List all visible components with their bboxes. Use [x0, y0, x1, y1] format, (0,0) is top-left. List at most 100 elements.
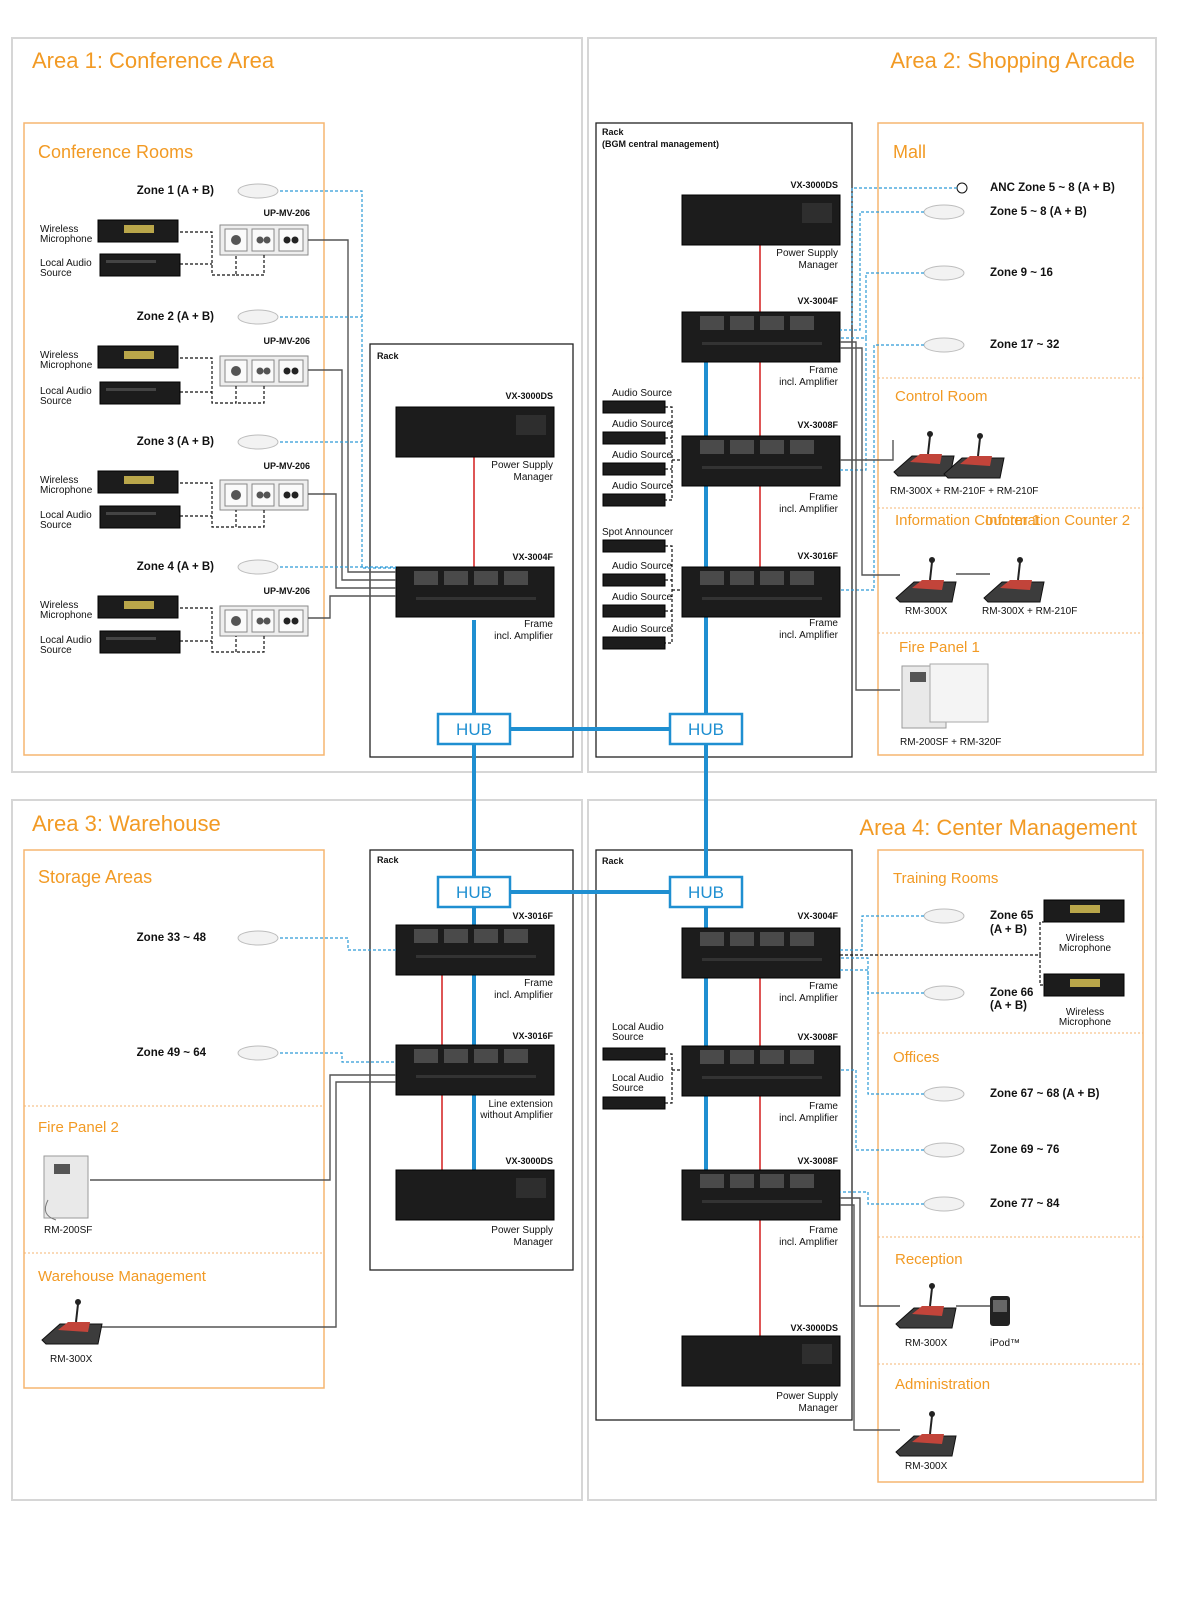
info-counter-2-text: Information Counter 2 [985, 512, 1130, 529]
hub-label: HUB [688, 883, 724, 902]
hub [668, 712, 744, 746]
fire-panel-2-title: Fire Panel 2 [38, 1119, 119, 1136]
info-counter-1-text: Information Counter 1 [895, 512, 1040, 529]
audio-source-label: Audio Source [612, 561, 672, 572]
vx3008f-device [681, 1045, 841, 1097]
zone-label: Zone 66 [990, 987, 1033, 999]
mall-zones: ANC Zone 5 ~ 8 (A + B) Zone 5 ~ 8 (A + B… [840, 182, 1115, 691]
wm-label: Wireless [40, 475, 78, 486]
reception-line [840, 1197, 900, 1307]
las-label: Source [40, 268, 72, 279]
wm-label: Wireless [1066, 933, 1104, 944]
wm-label: Wireless [1066, 1007, 1104, 1018]
audio-source-label: Audio Source [612, 481, 672, 492]
vx3004f-label: VX-3004F [797, 911, 838, 921]
frame-label: Frame [809, 492, 838, 503]
spot-announcer-icon [602, 539, 666, 553]
speaker-icon [237, 434, 279, 450]
vx3004f-device [681, 311, 841, 363]
warehouse-management-title: Warehouse Management [38, 1268, 207, 1285]
speaker-icon [923, 204, 965, 220]
las-label: Local Audio [612, 1022, 664, 1033]
speaker-icon [923, 337, 965, 353]
vx3008f-device [681, 1169, 841, 1221]
vx3008f-label: VX-3008F [797, 1156, 838, 1166]
zone-label: (A + B) [990, 1000, 1027, 1012]
area-2-title: Area 2: Shopping Arcade [890, 48, 1135, 73]
las-label: Local Audio [40, 258, 92, 269]
anc-zone-label: ANC Zone 5 ~ 8 (A + B) [990, 182, 1115, 194]
speaker-icon [237, 1045, 279, 1061]
frame-label: Frame [809, 1225, 838, 1236]
vx3000ds-label: VX-3000DS [790, 180, 838, 190]
up-mv-206-label: UP-MV-206 [263, 336, 310, 346]
speaker-icon [923, 985, 965, 1001]
wm-label: Wireless [40, 224, 78, 235]
wm-label: Microphone [40, 234, 93, 245]
zone-label: Zone 77 ~ 84 [990, 1198, 1060, 1210]
frame-label: Frame [809, 981, 838, 992]
audio-source-label: Audio Source [612, 388, 672, 399]
area-1-title: Area 1: Conference Area [32, 48, 275, 73]
psm-label: Manager [514, 472, 554, 483]
frame-label: incl. Amplifier [494, 990, 554, 1001]
speaker-icon [237, 183, 279, 199]
wm-label: Microphone [40, 610, 93, 621]
conference-rooms-title: Conference Rooms [38, 142, 193, 162]
las-label: Source [612, 1032, 644, 1043]
console-label: RM-300X + RM-210F + RM-210F [890, 486, 1038, 497]
mall-title: Mall [893, 142, 926, 162]
audio-source-icon [602, 400, 666, 414]
area-3-title: Area 3: Warehouse [32, 811, 221, 836]
psm-label: Power Supply [776, 1391, 838, 1402]
offices-title: Offices [893, 1049, 939, 1066]
hub [436, 712, 512, 746]
zone-label: (A + B) [990, 924, 1027, 936]
speaker-icon [923, 1142, 965, 1158]
power-lines [441, 245, 761, 1336]
audio-source-icon [602, 604, 666, 618]
vx3000ds-device [395, 1169, 555, 1221]
frame-label: incl. Amplifier [779, 504, 839, 515]
conference-room-2: Zone 2 (A + B) Wireless Microphone Local… [40, 309, 396, 581]
psm-label: Manager [799, 260, 839, 271]
las-label: Local Audio [40, 510, 92, 521]
line-ext-label: Line extension [489, 1099, 554, 1110]
wm-label: Microphone [40, 360, 93, 371]
vx3016f-device [681, 566, 841, 618]
up-mv-206-device [219, 605, 309, 637]
zone-label: Zone 5 ~ 8 (A + B) [990, 206, 1087, 218]
console-label: RM-300X [905, 606, 948, 617]
local-audio-source-icon [99, 381, 181, 405]
vx3000ds-label: VX-3000DS [790, 1323, 838, 1333]
up-mv-206-device [219, 355, 309, 387]
frame-label: Frame [524, 619, 553, 630]
wm-label: Microphone [1059, 1017, 1112, 1028]
fire-panel-1-icon [901, 663, 989, 729]
audio-source-icon [602, 573, 666, 587]
frame-label: incl. Amplifier [494, 631, 554, 642]
hub [668, 875, 744, 909]
zone-label: Zone 69 ~ 76 [990, 1144, 1059, 1156]
las-label: Source [612, 1083, 644, 1094]
fire-panel-2-icon [43, 1155, 89, 1221]
audio-source-icon [602, 431, 666, 445]
training-rooms-title: Training Rooms [893, 870, 998, 887]
zone-label: Zone 17 ~ 32 [990, 339, 1059, 351]
administration-line [840, 1204, 900, 1431]
console-label: RM-300X [905, 1461, 948, 1472]
audio-sources-group-2: Spot Announcer Audio Source Audio Source… [602, 527, 682, 650]
office-zones: Zone 67 ~ 68 (A + B) Zone 69 ~ 76 Zone 7… [840, 969, 1100, 1212]
psm-label: Power Supply [776, 248, 838, 259]
hub-label: HUB [456, 720, 492, 739]
speaker-icon [237, 309, 279, 325]
psm-label: Manager [799, 1403, 839, 1414]
frame-label: incl. Amplifier [779, 630, 839, 641]
rack-bgm-label: (BGM central management) [602, 139, 719, 149]
speaker-icon [923, 1196, 965, 1212]
zone-label: Zone 3 (A + B) [137, 436, 214, 448]
zone-label: Zone 9 ~ 16 [990, 267, 1053, 279]
las-label: Local Audio [612, 1073, 664, 1084]
vx3016f-label: VX-3016F [512, 1031, 553, 1041]
